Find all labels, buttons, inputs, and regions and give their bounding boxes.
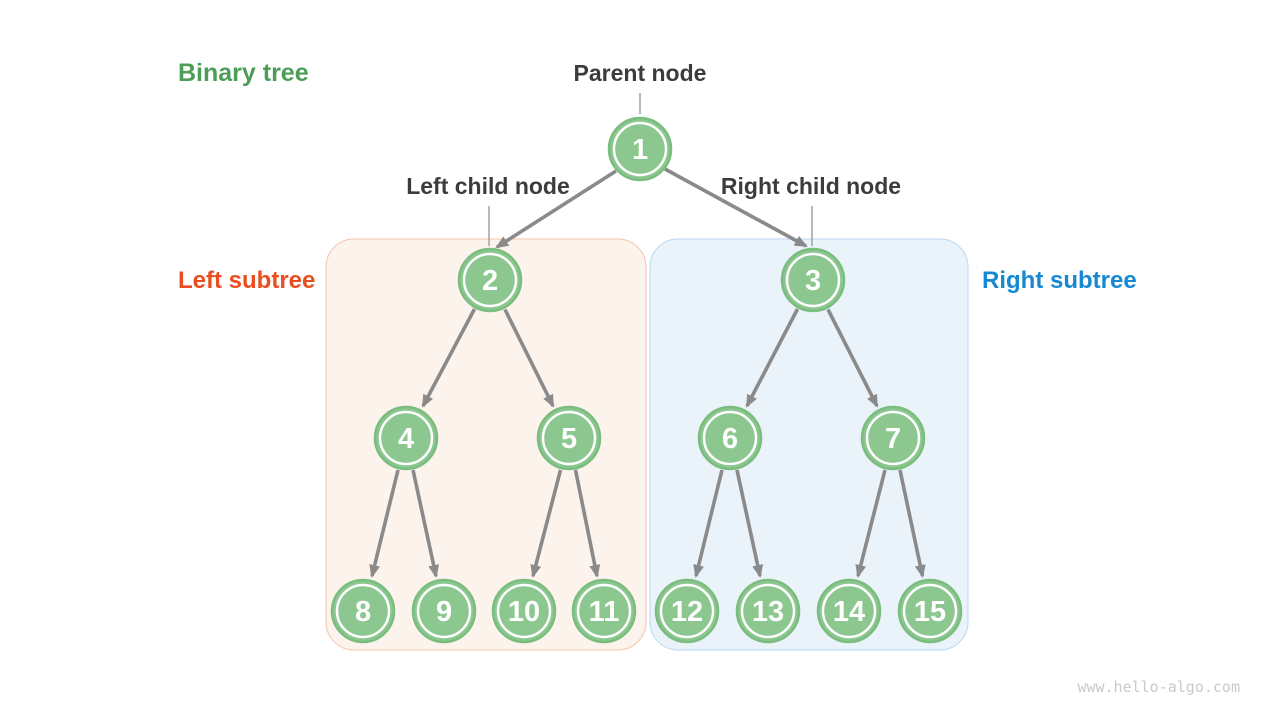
edge-1-2 [495, 169, 617, 249]
edge-3-7 [826, 308, 879, 408]
node-circle [697, 405, 763, 471]
node-ring [659, 583, 715, 639]
node-value: 7 [885, 423, 901, 455]
node-circle [457, 247, 523, 313]
left-child-node-label: Left child node [406, 173, 570, 199]
tree-node-7: 7 [860, 405, 926, 471]
tree-node-14: 14 [816, 578, 882, 644]
tree-nodes: 1 2 3 4 5 6 7 [330, 116, 963, 644]
node-value: 4 [398, 423, 414, 455]
edge-1-3 [664, 167, 808, 248]
tree-node-12: 12 [654, 578, 720, 644]
node-circle [330, 578, 396, 644]
node-ring [785, 252, 841, 308]
node-circle [816, 578, 882, 644]
node-value: 12 [671, 596, 703, 628]
tree-node-9: 9 [411, 578, 477, 644]
node-value: 10 [508, 596, 540, 628]
tree-node-1: 1 [607, 116, 673, 182]
node-ring [865, 410, 921, 466]
node-circle [654, 578, 720, 644]
node-circle [373, 405, 439, 471]
tree-node-13: 13 [735, 578, 801, 644]
tree-node-6: 6 [697, 405, 763, 471]
node-value: 11 [589, 596, 620, 628]
tree-node-15: 15 [897, 578, 963, 644]
node-circle [491, 578, 557, 644]
node-ring [335, 583, 391, 639]
node-circle [897, 578, 963, 644]
edge-7-15 [898, 469, 926, 578]
watermark-text: www.hello-algo.com [1077, 678, 1240, 696]
tree-edges [369, 167, 926, 578]
node-value: 1 [632, 134, 648, 166]
node-circle [860, 405, 926, 471]
parent-node-label: Parent node [574, 60, 707, 86]
node-value: 8 [355, 596, 371, 628]
node-ring [541, 410, 597, 466]
edge-6-13 [735, 469, 764, 578]
edge-4-9 [411, 469, 440, 578]
tree-node-2: 2 [457, 247, 523, 313]
node-value: 13 [752, 596, 784, 628]
node-circle [735, 578, 801, 644]
node-value: 14 [833, 596, 865, 628]
tree-node-8: 8 [330, 578, 396, 644]
node-ring [821, 583, 877, 639]
node-value: 2 [482, 265, 498, 297]
right-subtree-label: Right subtree [982, 267, 1137, 294]
tree-node-10: 10 [491, 578, 557, 644]
node-value: 5 [561, 423, 577, 455]
edge-7-14 [855, 469, 887, 578]
node-ring [576, 583, 632, 639]
node-value: 3 [805, 265, 821, 297]
node-ring [462, 252, 518, 308]
edge-6-12 [693, 469, 724, 578]
left-subtree-box [325, 238, 647, 651]
node-circle [536, 405, 602, 471]
right-child-node-label: Right child node [721, 173, 901, 199]
node-circle [411, 578, 477, 644]
tree-node-11: 11 [571, 578, 637, 644]
node-ring [902, 583, 958, 639]
tree-node-5: 5 [536, 405, 602, 471]
node-value: 9 [436, 596, 452, 628]
node-circle [571, 578, 637, 644]
tree-node-3: 3 [780, 247, 846, 313]
node-ring [702, 410, 758, 466]
edge-2-5 [503, 308, 555, 408]
left-subtree-label: Left subtree [178, 267, 315, 294]
edge-2-4 [421, 308, 477, 408]
node-value: 6 [722, 423, 738, 455]
node-ring [612, 121, 668, 177]
node-circle [780, 247, 846, 313]
edge-5-10 [530, 469, 563, 578]
node-circle [607, 116, 673, 182]
figure-title: Binary tree [178, 59, 309, 87]
right-subtree-box [649, 238, 969, 651]
node-ring [496, 583, 552, 639]
node-ring [740, 583, 796, 639]
edge-3-6 [745, 308, 800, 408]
edge-4-8 [369, 469, 400, 578]
edge-5-11 [573, 469, 601, 578]
node-ring [416, 583, 472, 639]
tree-node-4: 4 [373, 405, 439, 471]
node-ring [378, 410, 434, 466]
node-value: 15 [914, 596, 946, 628]
